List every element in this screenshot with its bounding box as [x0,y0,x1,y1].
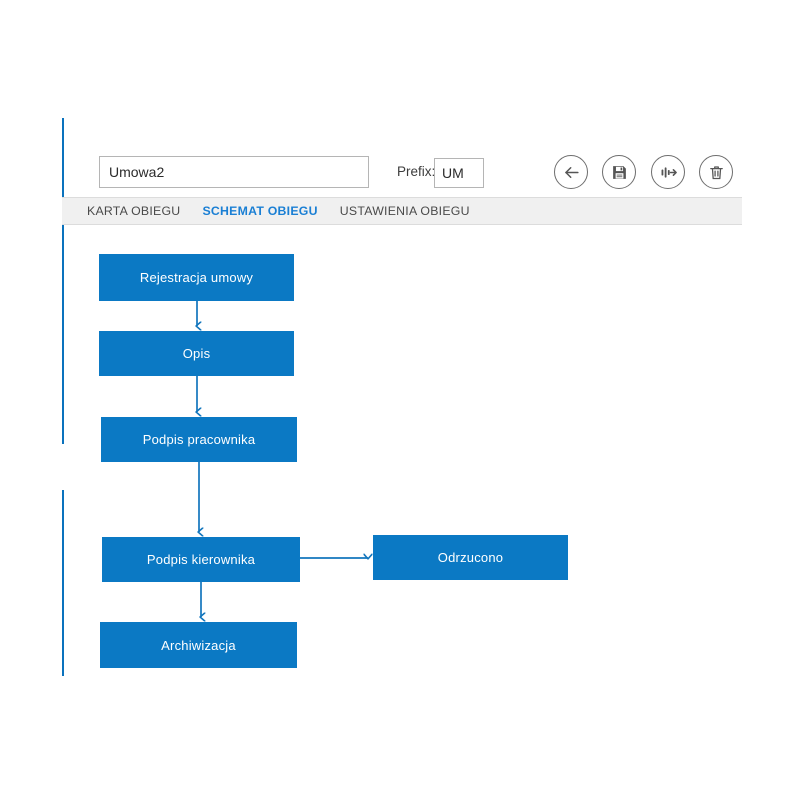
toolbar: Prefix: [62,145,742,200]
floppy-disk-icon [611,164,628,181]
left-accent-rail-bottom [62,490,64,676]
diagram-node-label: Opis [182,346,211,361]
workflow-button[interactable] [651,155,685,189]
diagram-node-pracownika[interactable]: Podpis pracownika [101,417,297,462]
diagram-node-label: Rejestracja umowy [139,270,254,285]
tab-schemat-obiegu[interactable]: SCHEMAT OBIEGU [202,204,318,218]
diagram-node-label: Podpis pracownika [142,432,256,447]
diagram-node-opis[interactable]: Opis [99,331,294,376]
diagram-node-label: Odrzucono [437,550,504,565]
tab-ustawienia-obiegu[interactable]: USTAWIENIA OBIEGU [339,204,470,218]
diagram-node-odrzucono[interactable]: Odrzucono [373,535,568,580]
save-button[interactable] [602,155,636,189]
trash-icon [708,164,725,181]
arrow-left-icon [562,163,581,182]
diagram-node-label: Podpis kierownika [146,552,256,567]
diagram-node-rejestracja[interactable]: Rejestracja umowy [99,254,294,301]
workflow-name-input[interactable] [99,156,369,188]
diagram-node-archiwizacja[interactable]: Archiwizacja [100,622,297,668]
tab-bar: KARTA OBIEGU SCHEMAT OBIEGU USTAWIENIA O… [62,197,742,225]
left-accent-rail-top [62,118,64,444]
delete-button[interactable] [699,155,733,189]
diagram-node-label: Archiwizacja [161,637,236,653]
diagram-node-kierownika[interactable]: Podpis kierownika [102,537,300,582]
tab-karta-obiegu[interactable]: KARTA OBIEGU [87,204,181,218]
prefix-label: Prefix: [397,164,436,179]
back-button[interactable] [554,155,588,189]
workflow-icon [659,163,678,182]
prefix-input[interactable] [434,158,484,188]
